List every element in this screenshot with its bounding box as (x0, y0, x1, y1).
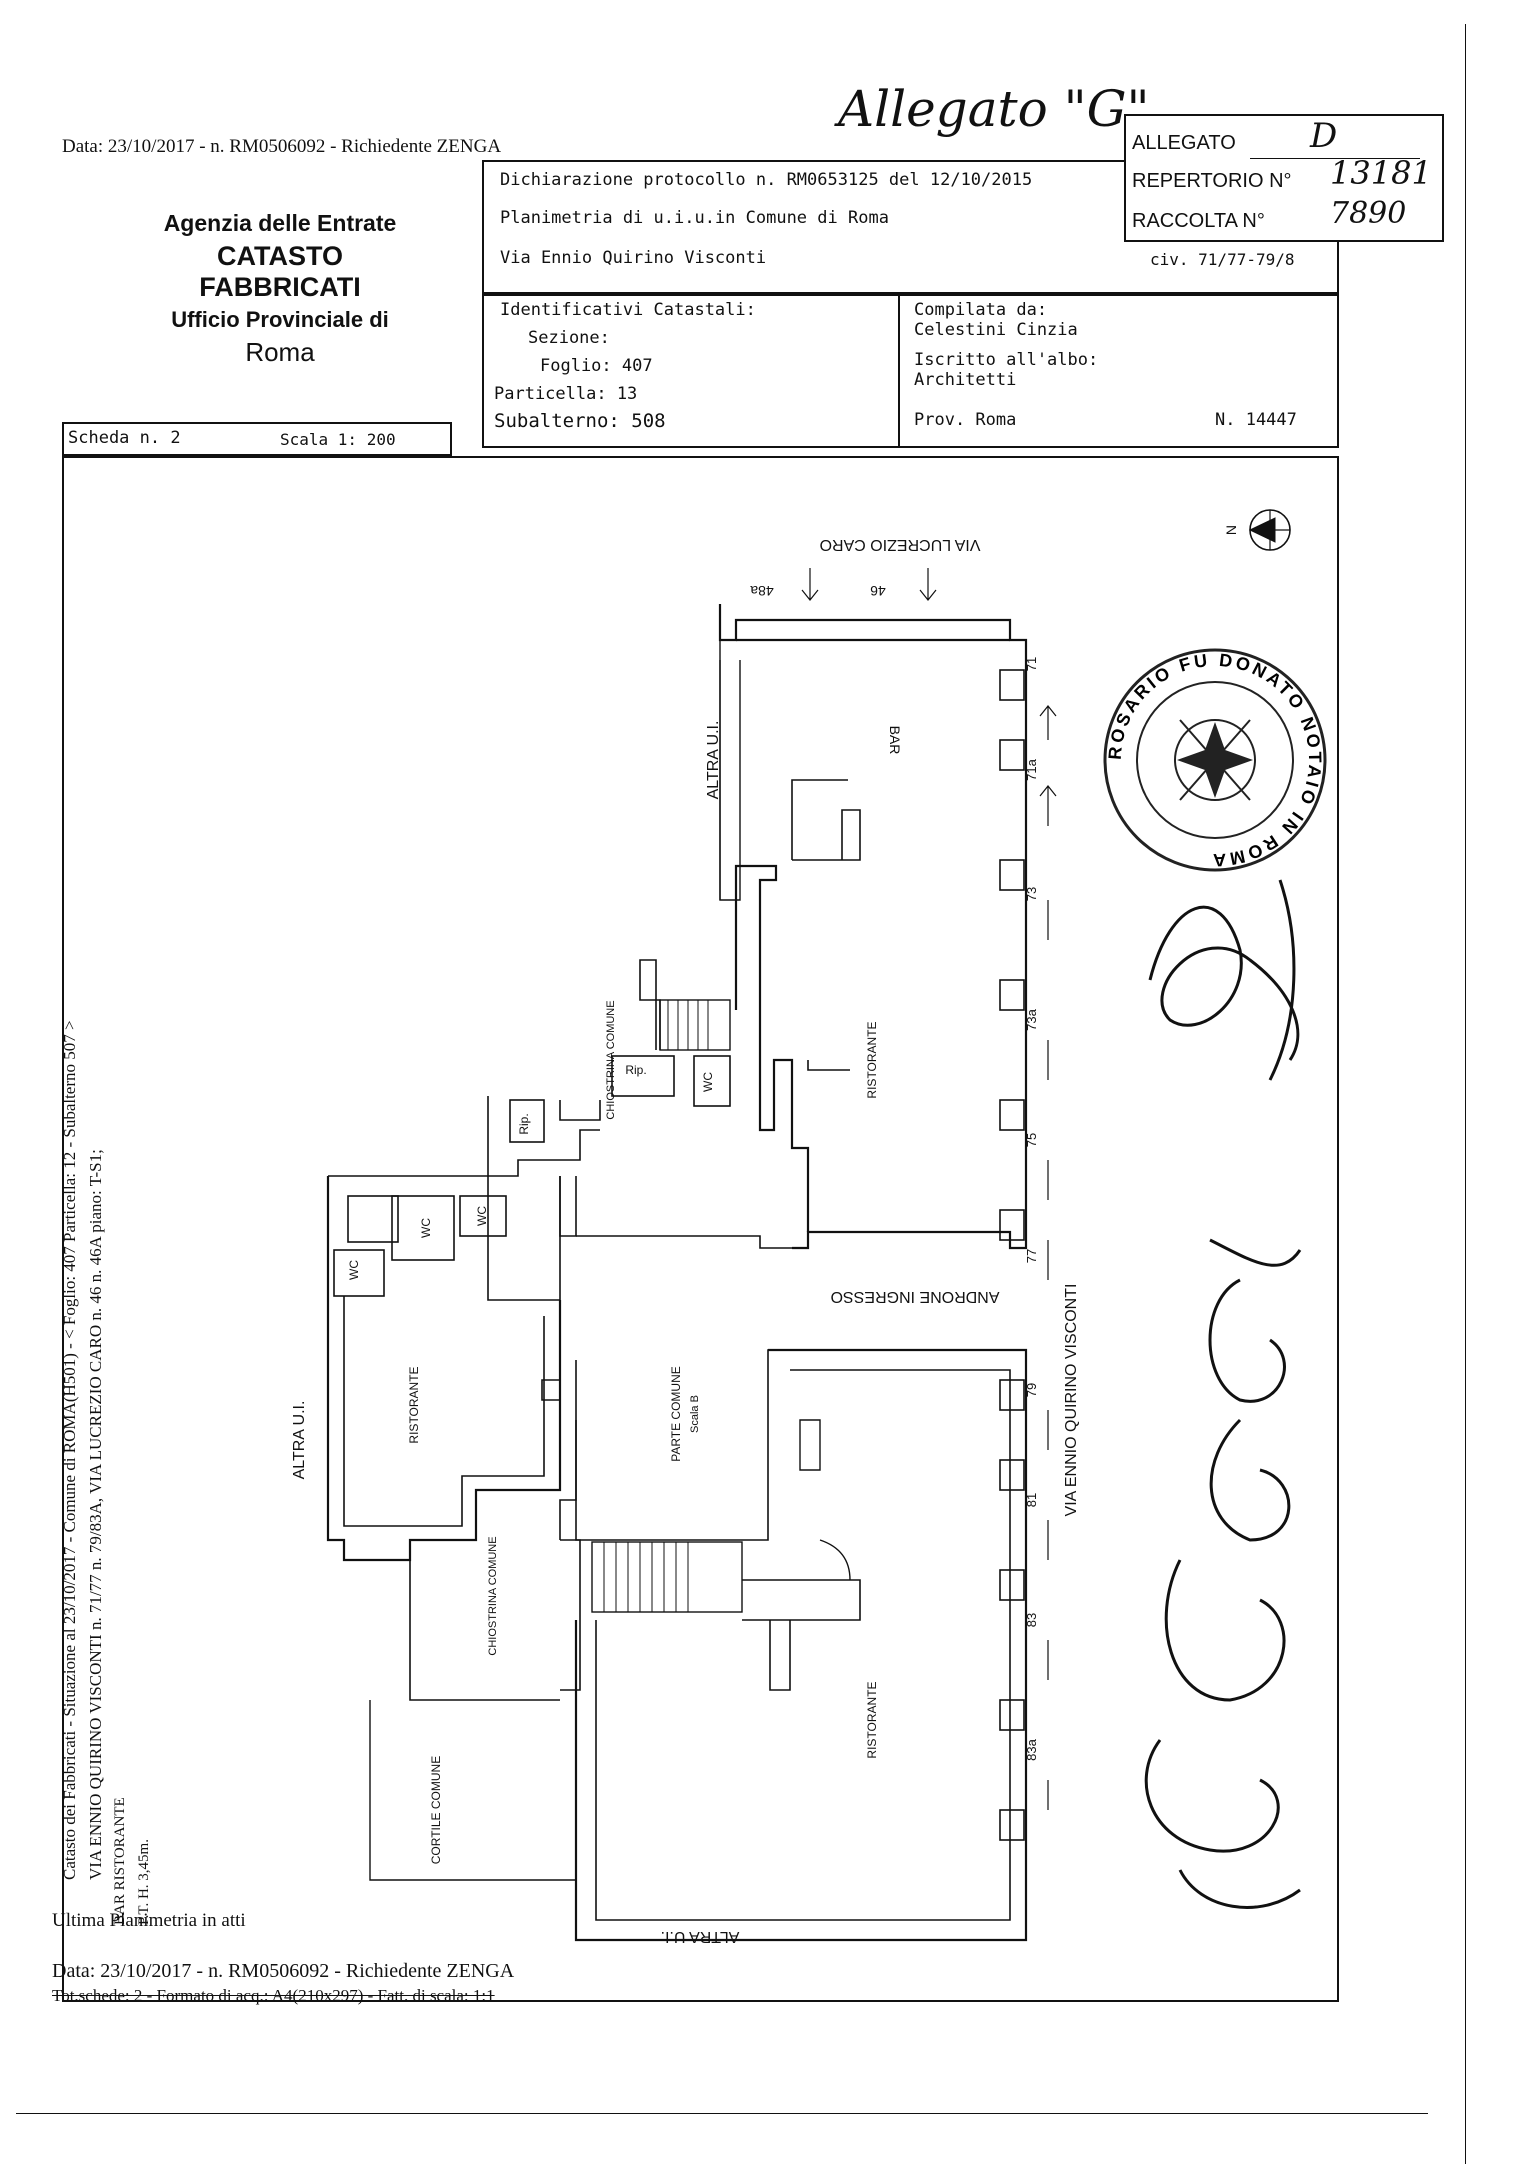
albo-number: N. 14447 (1215, 410, 1297, 430)
province: Prov. Roma (914, 410, 1017, 430)
civic-81: 81 (1024, 1493, 1039, 1507)
civic-79: 79 (1024, 1383, 1039, 1397)
albo-label: Iscritto all'albo: (914, 350, 1099, 370)
albo-value: Architetti (914, 370, 1017, 390)
raccolta-label: RACCOLTA N° (1132, 210, 1265, 232)
scheda-format-line: Tot.schede: 2 - Formato di acq.: A4(210x… (52, 1986, 495, 2005)
particella-field: Particella: 13 (494, 384, 638, 404)
stamp-box (1124, 114, 1444, 242)
label-wc-2: WC (419, 1218, 433, 1238)
foglio-field: Foglio: 407 (540, 356, 653, 376)
civic-48a: 48a (750, 583, 774, 599)
label-ristorante-bottom: RISTORANTE (865, 1681, 879, 1758)
ufficio-line: Ufficio Provinciale di (171, 307, 389, 332)
scan-edge-line (1465, 24, 1466, 2164)
label-cortile-comune: CORTILE COMUNE (429, 1756, 443, 1864)
repertorio-label: REPERTORIO N° (1132, 170, 1292, 192)
agency-name: Agenzia delle Entrate (163, 210, 397, 236)
handwritten-allegato: Allegato "G" (838, 80, 1150, 138)
scale-value: Scala 1: 200 (280, 430, 396, 449)
civic-numbers: civ. 71/77-79/8 (1150, 250, 1295, 269)
label-androne-ingresso: ANDRONE INGRESSO (831, 1288, 1000, 1305)
allegato-value: D (1310, 116, 1338, 156)
label-wc-1: WC (701, 1072, 715, 1092)
bottom-rule (16, 2113, 1428, 2114)
use-line: BAR RISTORANTE (112, 1797, 128, 1925)
civic-71: 71 (1024, 657, 1039, 671)
civic-71a: 71a (1024, 758, 1039, 780)
allegato-label: ALLEGATO (1132, 132, 1236, 154)
catasto-title: CATASTO FABBRICATI (199, 241, 361, 302)
declaration-protocol: Dichiarazione protocollo n. RM0653125 de… (500, 170, 1033, 190)
sezione-field: Sezione: (528, 328, 610, 348)
cadastral-situation-line: Catasto dei Fabbricati - Situazione al 2… (60, 1020, 79, 1880)
label-rip-1: Rip. (625, 1063, 646, 1077)
declaration-address: Via Ennio Quirino Visconti (500, 248, 767, 268)
scheda-number: Scheda n. 2 (68, 428, 181, 448)
request-info-bottom: Data: 23/10/2017 - n. RM0506092 - Richie… (52, 1960, 515, 1982)
civic-73: 73 (1024, 887, 1039, 901)
compiled-by-label: Compilata da: (914, 300, 1048, 320)
declaration-planimetria: Planimetria di u.i.u.in Comune di Roma (500, 208, 889, 228)
label-ristorante-left: RISTORANTE (407, 1366, 421, 1443)
subalterno-field: Subalterno: 508 (494, 410, 666, 432)
north-label: N (1223, 525, 1239, 535)
notary-seal: ROSARIO FU DONATO NOTAIO IN ROMA (1103, 648, 1327, 872)
label-scala-b: Scala B (689, 1395, 701, 1433)
ultima-planimetria: Ultima Planimetria in atti (52, 1910, 246, 1931)
identifiers-box (482, 294, 1339, 448)
repertorio-value: 13181 (1330, 154, 1432, 192)
identifiers-title: Identificativi Catastali: (500, 300, 756, 320)
label-bar: BAR (887, 726, 903, 755)
label-rip-2: Rip. (517, 1113, 531, 1134)
civic-77: 77 (1024, 1249, 1039, 1263)
label-parte-comune: PARTE COMUNE (669, 1366, 683, 1462)
label-ristorante-top: RISTORANTE (865, 1021, 879, 1098)
plan-frame (62, 456, 1339, 2002)
street-lucrezio-caro: VIA LUCREZIO CARO (820, 536, 981, 553)
label-altra-ui-bottom: ALTRA U.I. (661, 1928, 740, 1945)
agency-block: Agenzia delle Entrate CATASTO FABBRICATI… (150, 210, 410, 368)
civic-83: 83 (1024, 1613, 1039, 1627)
label-chiostrina-top: CHIOSTRINA COMUNE (605, 1000, 617, 1119)
compiled-by-name: Celestini Cinzia (914, 320, 1078, 340)
label-chiostrina-mid: CHIOSTRINA COMUNE (487, 1536, 499, 1655)
address-piano-line: VIA ENNIO QUIRINO VISCONTI n. 71/77 n. 7… (86, 1149, 105, 1880)
city-name: Roma (245, 337, 315, 367)
label-altra-ui-top: ALTRA U.I. (705, 721, 722, 800)
label-altra-ui-left: ALTRA U.I. (291, 1401, 308, 1480)
signature-marks (1144, 879, 1302, 1909)
civic-75: 75 (1024, 1133, 1039, 1147)
civic-83a: 83a (1024, 1738, 1039, 1760)
street-ennio-quirino-visconti: VIA ENNIO QUIRINO VISCONTI (1063, 1284, 1080, 1517)
civic-73a: 73a (1024, 1008, 1039, 1030)
civic-46: 46 (870, 583, 886, 599)
scheda-box (62, 422, 452, 456)
label-wc-4: WC (347, 1260, 361, 1280)
request-info-top: Data: 23/10/2017 - n. RM0506092 - Richie… (62, 136, 502, 157)
raccolta-value: 7890 (1330, 196, 1407, 231)
label-wc-3: WC (475, 1206, 489, 1226)
